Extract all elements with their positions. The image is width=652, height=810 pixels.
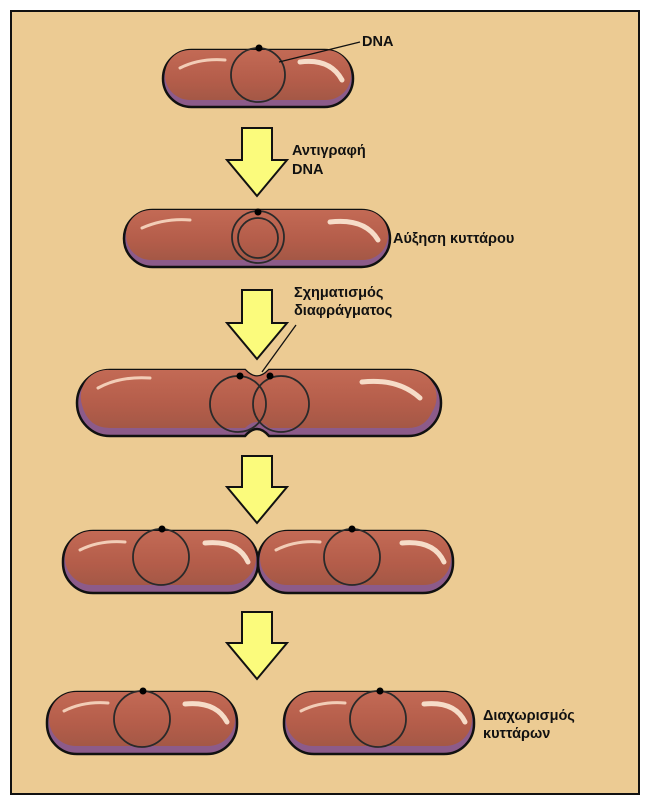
arrow-down-icon [224, 127, 290, 198]
dna-attachment-dot [158, 525, 166, 533]
cell-stage-5-left [45, 687, 239, 756]
label-replication-line1: Αντιγραφή [292, 143, 366, 159]
dna-attachment-dot [348, 525, 356, 533]
cell-stage-2 [122, 208, 392, 269]
dna-attachment-dot [236, 372, 244, 380]
cell-stage-5-right [282, 687, 476, 756]
label-septum-line2: διαφράγματος [294, 303, 392, 319]
cell-stage-1 [161, 41, 361, 109]
label-septum-line1: Σχηματισμός [294, 285, 383, 301]
arrow-down-icon [224, 289, 290, 361]
cell-stage-3 [75, 368, 443, 438]
dna-attachment-dot [139, 687, 147, 695]
dna-attachment-dot [266, 372, 274, 380]
dna-pointer-line [278, 41, 361, 63]
cell-stage-4-left [61, 525, 260, 595]
label-dna: DNA [362, 34, 394, 50]
septum-pointer-line [261, 324, 297, 373]
label-separation-line1: Διαχωρισμός [483, 708, 575, 724]
label-separation-line2: κυττάρων [483, 726, 550, 742]
label-replication-line2: DNA [292, 162, 324, 178]
dna-ring-inner [237, 217, 279, 259]
label-cell-growth: Αύξηση κυττάρου [393, 231, 514, 247]
dna-attachment-dot [254, 208, 262, 216]
dna-ring-right [252, 375, 310, 433]
arrow-down-icon [224, 455, 290, 525]
cell-stage-4-right [256, 525, 455, 595]
dna-attachment-dot [376, 687, 384, 695]
arrow-down-icon [224, 611, 290, 681]
dna-attachment-dot [255, 44, 263, 52]
